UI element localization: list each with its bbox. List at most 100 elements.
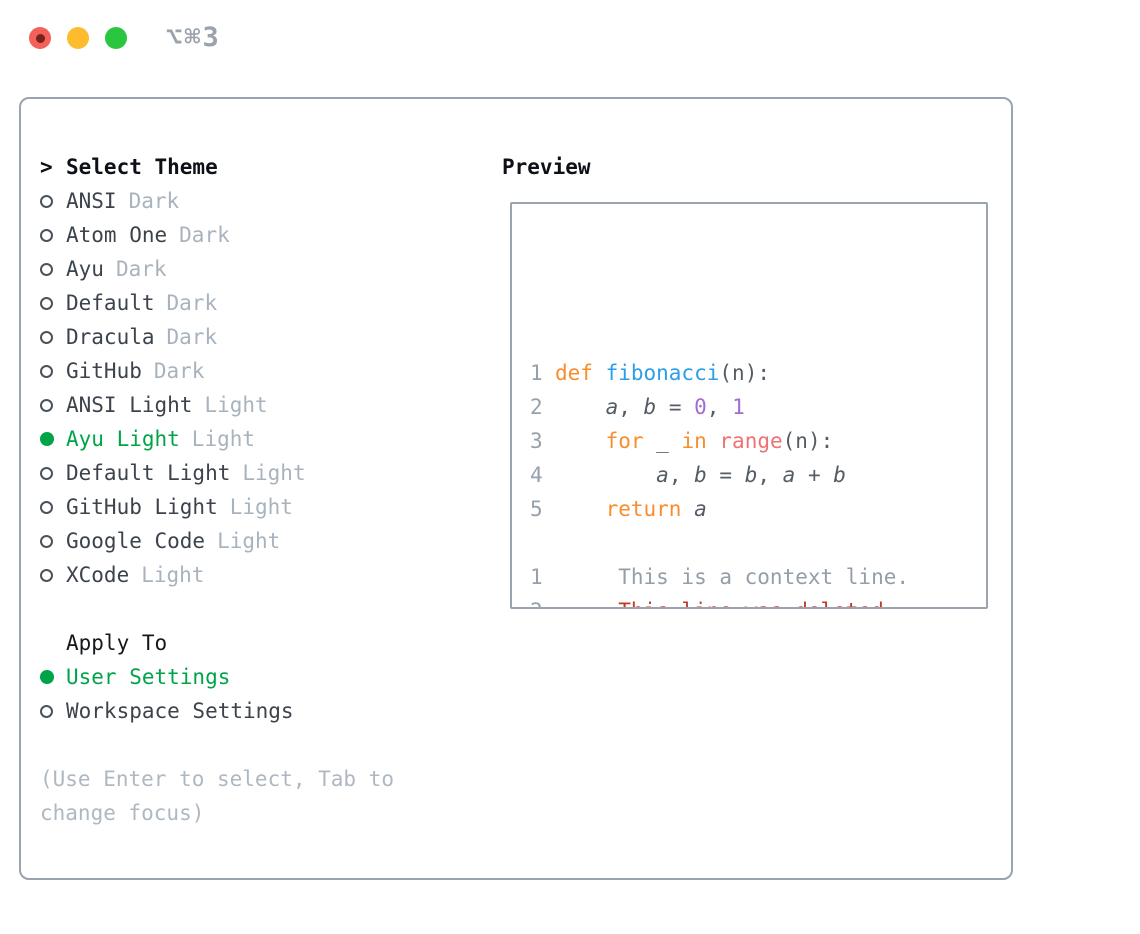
theme-variant-badge: Dark <box>153 359 205 383</box>
radio-icon[interactable] <box>40 569 53 582</box>
apply-to-title: Apply To <box>66 631 168 655</box>
theme-option-label: GitHub <box>66 359 142 383</box>
radio-icon[interactable] <box>40 365 53 378</box>
theme-variant-badge: Dark <box>179 223 230 247</box>
diff-line: 2 - This line was deleted. <box>530 594 986 607</box>
radio-selected-icon[interactable] <box>40 432 54 446</box>
token-txt: ): <box>744 361 770 385</box>
token-kw: for <box>605 429 644 453</box>
token-fn: fibonacci <box>605 361 720 385</box>
token-del: - This line was deleted. <box>555 599 896 607</box>
theme-option-label: ANSI Light <box>66 393 193 417</box>
apply-to-option-label: User Settings <box>66 665 231 689</box>
radio-icon[interactable] <box>40 195 53 208</box>
token-txt: ): <box>807 429 834 453</box>
token-txt <box>555 497 606 521</box>
line-number: 2 <box>530 395 543 419</box>
radio-icon[interactable] <box>40 229 53 242</box>
theme-option[interactable]: Ayu Light Light <box>40 422 306 456</box>
radio-icon[interactable] <box>40 263 53 276</box>
radio-icon[interactable] <box>40 501 53 514</box>
minimize-button[interactable] <box>67 27 89 49</box>
token-id: a <box>656 463 669 487</box>
theme-variant-badge: Dark <box>166 325 218 349</box>
code-line: 5 return a <box>530 492 986 526</box>
radio-selected-icon[interactable] <box>40 670 54 684</box>
prompt-chevron: > <box>40 155 53 179</box>
code-line: 4 a, b = b, a + b <box>530 458 986 492</box>
token-txt: = <box>706 463 745 487</box>
token-txt <box>681 497 694 521</box>
token-kw: return <box>605 497 682 521</box>
line-number: 4 <box>530 463 543 487</box>
token-ctx: This is a context line. <box>555 565 910 589</box>
theme-option-label: Ayu <box>66 257 104 281</box>
close-button[interactable] <box>29 27 51 49</box>
apply-to-option[interactable]: User Settings <box>40 660 294 694</box>
preview-title: Preview <box>502 155 591 179</box>
radio-icon[interactable] <box>40 467 53 480</box>
token-txt: , <box>618 395 644 419</box>
apply-to-option[interactable]: Workspace Settings <box>40 694 294 728</box>
token-txt: n <box>732 361 745 385</box>
token-txt <box>555 463 656 487</box>
token-id: a <box>605 395 619 419</box>
theme-variant-badge: Light <box>217 529 281 553</box>
theme-option-label: Atom One <box>66 223 168 247</box>
theme-variant-badge: Light <box>191 427 256 451</box>
token-txt: , <box>706 395 733 419</box>
token-id: a <box>782 463 796 487</box>
line-number: 3 <box>530 429 543 453</box>
maximize-button[interactable] <box>105 27 127 49</box>
theme-variant-badge: Dark <box>115 257 167 281</box>
line-number: 1 <box>530 361 543 385</box>
token-id: b <box>643 395 657 419</box>
line-number: 5 <box>530 497 543 521</box>
radio-icon[interactable] <box>40 705 53 718</box>
theme-picker-title: Select Theme <box>66 155 218 179</box>
apply-to-title-row: Apply To <box>40 626 294 660</box>
radio-icon[interactable] <box>40 535 53 548</box>
theme-variant-badge: Dark <box>166 291 218 315</box>
token-txt: , <box>757 463 783 487</box>
keyboard-hint: (Use Enter to select, Tab to change focu… <box>40 767 395 825</box>
theme-option[interactable]: Google Code Light <box>40 524 306 558</box>
token-txt <box>555 395 606 419</box>
code-line: 3 for _ in range(n): <box>530 424 986 458</box>
token-txt: = <box>656 395 695 419</box>
theme-variant-badge: Dark <box>128 189 180 213</box>
theme-option-label: Default <box>66 291 155 315</box>
code-line: 2 a, b = 0, 1 <box>530 390 986 424</box>
theme-option[interactable]: GitHub Dark <box>40 354 306 388</box>
token-txt: , <box>668 463 695 487</box>
radio-icon[interactable] <box>40 331 53 344</box>
theme-variant-badge: Light <box>242 461 306 485</box>
token-kw: in <box>681 429 707 453</box>
token-call: range <box>719 429 783 453</box>
theme-variant-badge: Light <box>141 563 205 587</box>
line-number: 1 <box>530 565 543 589</box>
theme-option-label: Ayu Light <box>66 427 180 451</box>
theme-option-label: Google Code <box>66 529 206 553</box>
theme-option[interactable]: Default Dark <box>40 286 306 320</box>
theme-picker-title-row: > Select Theme <box>40 150 306 184</box>
diff-line: 1 This is a context line. <box>530 560 986 594</box>
theme-option[interactable]: Ayu Dark <box>40 252 306 286</box>
token-txt <box>707 429 720 453</box>
radio-icon[interactable] <box>40 399 53 412</box>
theme-option[interactable]: Atom One Dark <box>40 218 306 252</box>
radio-icon[interactable] <box>40 297 53 310</box>
token-kw: def <box>555 361 606 385</box>
token-id: b <box>833 463 846 487</box>
